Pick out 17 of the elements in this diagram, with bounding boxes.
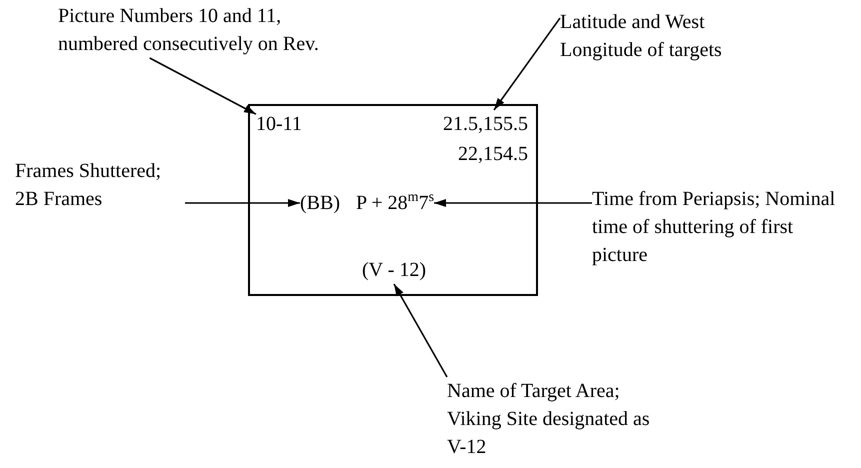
coordinate-text: 21.5,155.5 (443, 110, 528, 138)
time-text: P + 28$^{m}$7$^{s}$ (356, 189, 434, 217)
target-area-text: (V - 12) (362, 256, 426, 284)
callout-text: Latitude and West Longitude of targets (560, 8, 790, 64)
frames-code-text: (BB) (300, 189, 340, 217)
arrow (393, 284, 448, 378)
picture-number-text: 10-11 (256, 110, 302, 138)
arrow (434, 199, 592, 207)
callout-text: Frames Shuttered; 2B Frames (15, 157, 185, 213)
record-frame (248, 104, 538, 296)
callout-text: Time from Periapsis; Nominal time of shuttering of first picture (592, 185, 837, 269)
coordinate-text: 22,154.5 (458, 140, 528, 168)
arrow (185, 199, 300, 207)
arrow (493, 18, 561, 110)
arrow (149, 57, 256, 115)
callout-text: Picture Numbers 10 and 11, numbered consecutively on Rev. (58, 2, 320, 58)
callout-text: Name of Target Area; Viking Site designated as V-12 (447, 377, 662, 461)
